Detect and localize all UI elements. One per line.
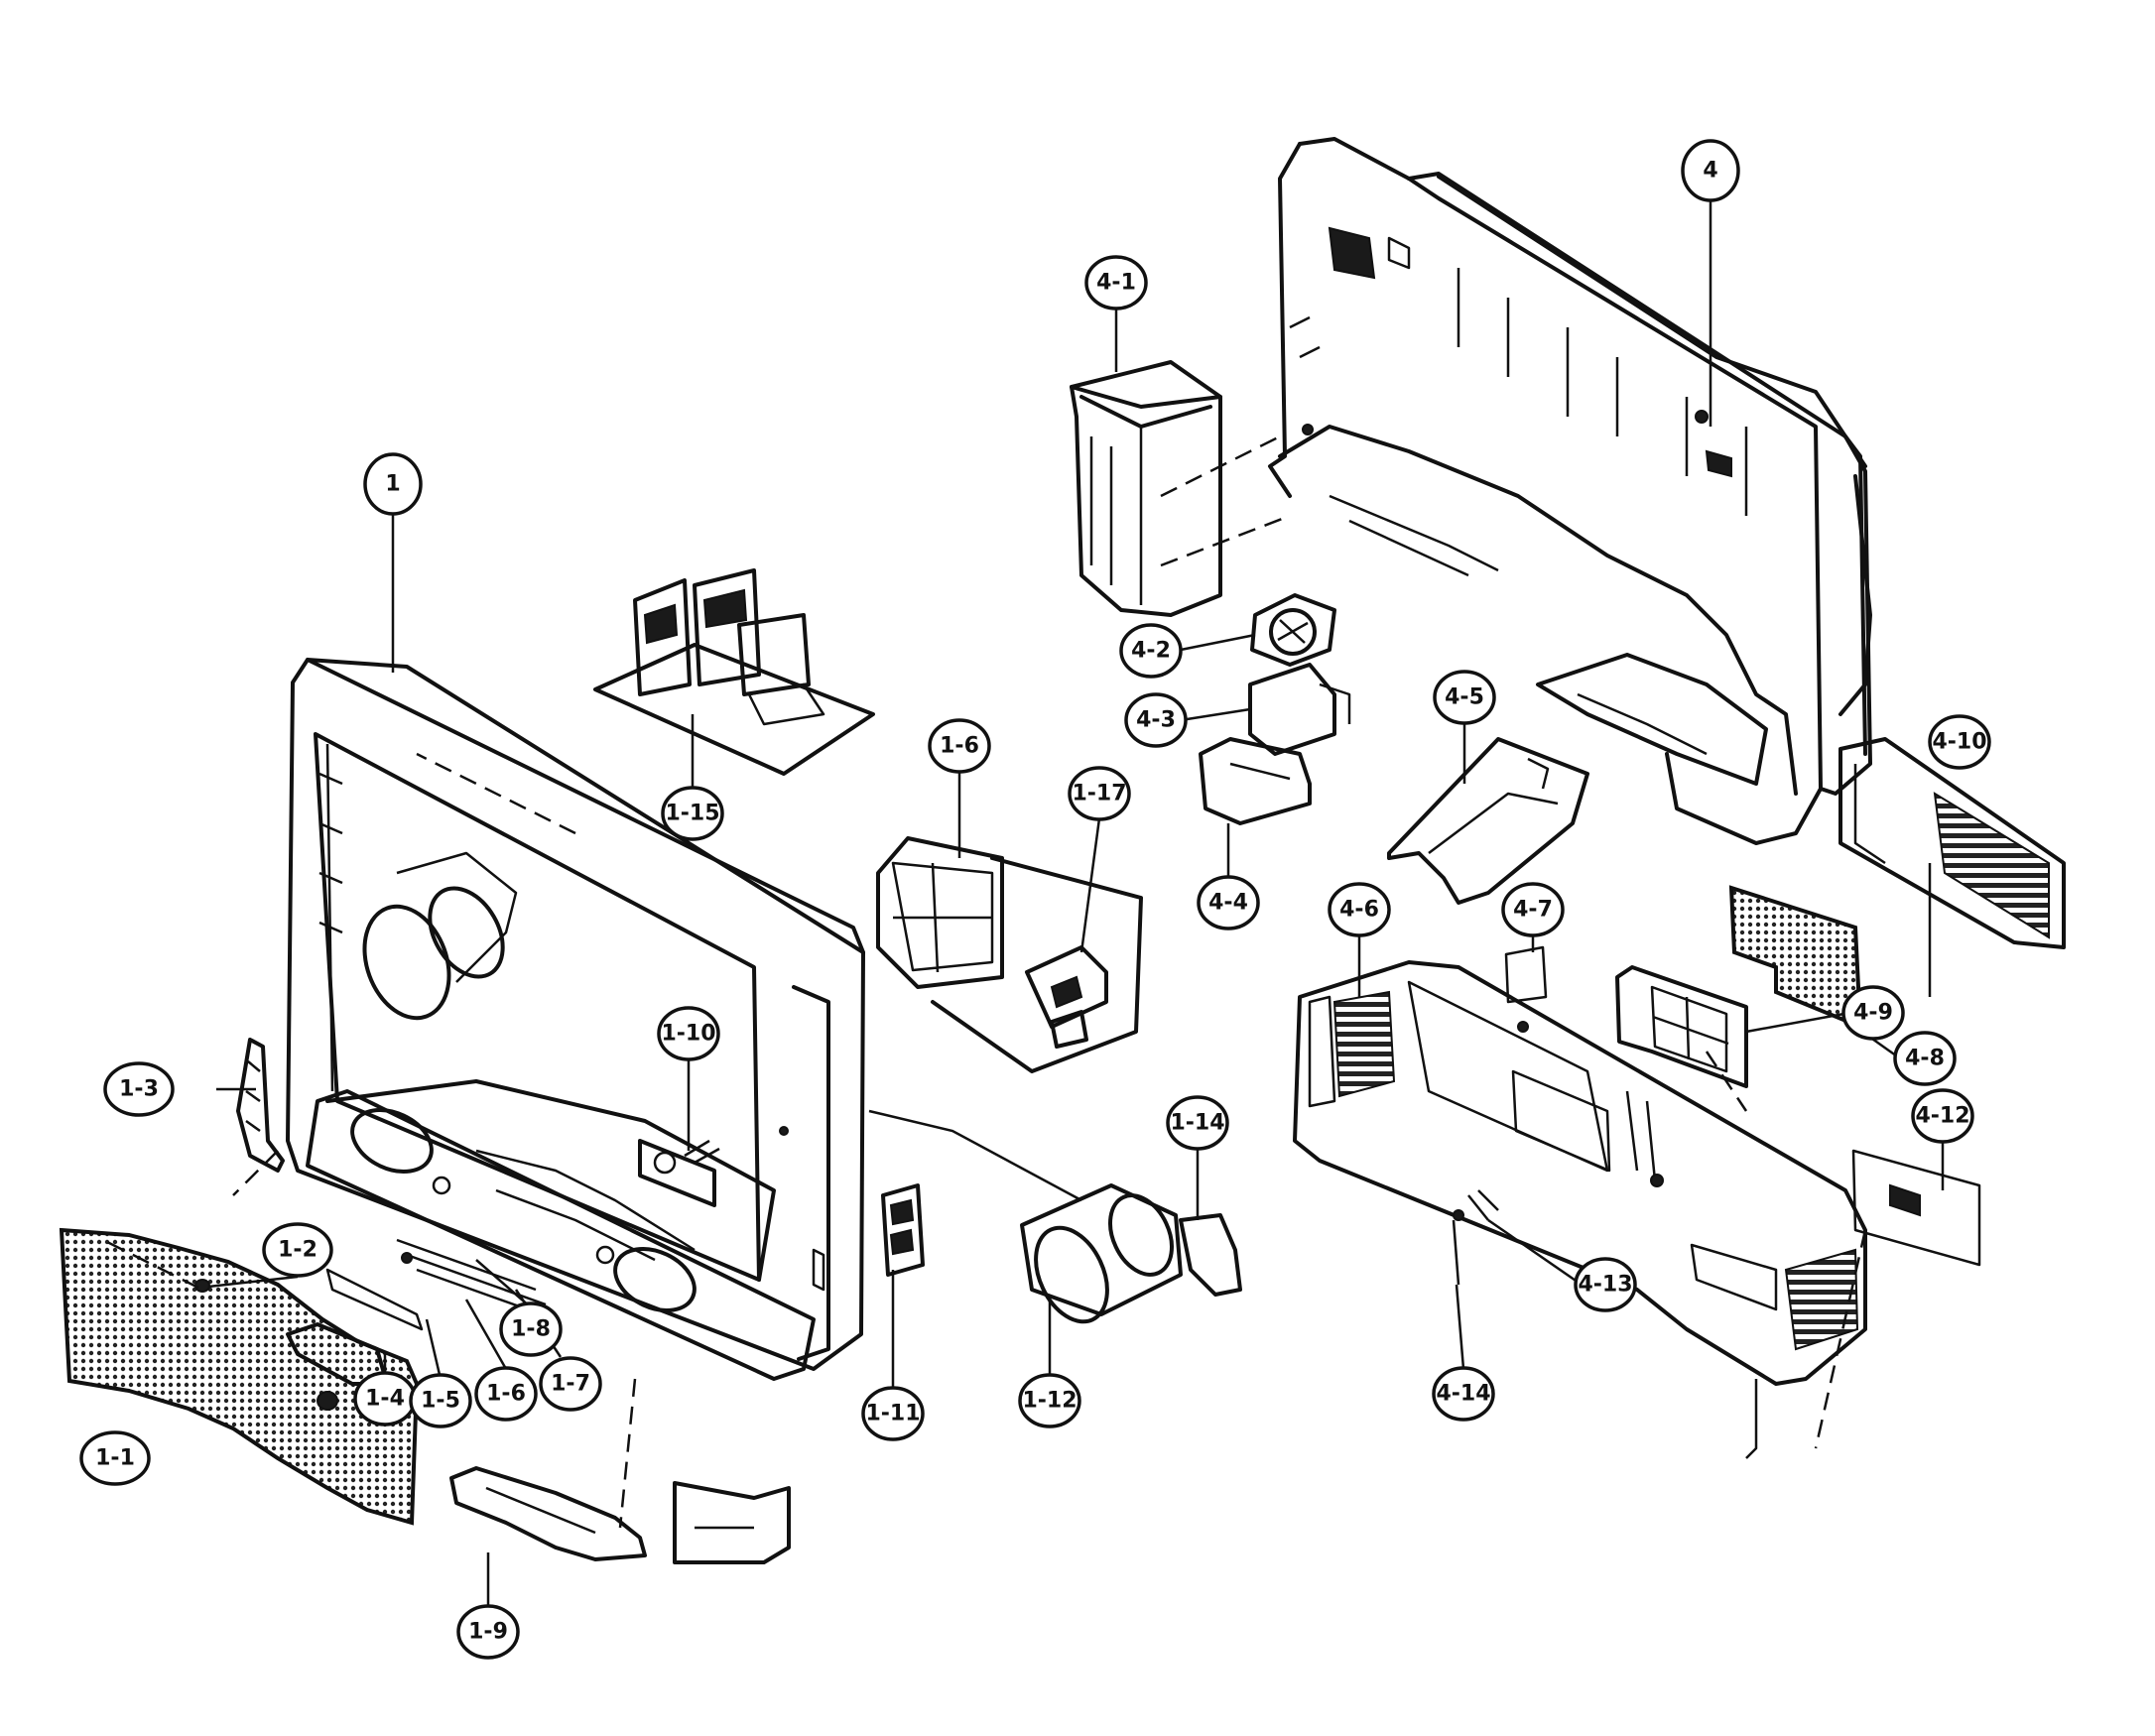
callout-1-12: 1-12: [1018, 1373, 1081, 1428]
callout-label: 4-5: [1445, 685, 1484, 710]
callout-label: 4-4: [1208, 891, 1248, 916]
callout-label: 1-6: [486, 1382, 526, 1407]
callout-label: 1-11: [865, 1402, 920, 1426]
callout-1-6-bracket: 1-6: [928, 718, 991, 774]
callout-label: 4-13: [1578, 1273, 1632, 1298]
power-board: [593, 568, 875, 776]
callout-label: 1-17: [1072, 782, 1126, 806]
callout-1-14: 1-14: [1166, 1095, 1229, 1151]
callout-label: 4-12: [1915, 1104, 1969, 1129]
callout-label: 4-9: [1853, 1001, 1893, 1026]
callout-label: 1-15: [665, 802, 719, 826]
rear-cabinet: [1268, 137, 1872, 845]
callout-1-15: 1-15: [661, 786, 724, 841]
mirror-bracket: [1387, 737, 1589, 905]
callout-label: 4-7: [1513, 898, 1553, 923]
callout-4-6: 4-6: [1328, 882, 1391, 937]
front-cabinet: [286, 658, 865, 1381]
callout-1-9: 1-9: [456, 1604, 520, 1660]
cooling-fan: [1250, 593, 1336, 667]
terminal-cover: [1838, 737, 2066, 949]
callout-4-2: 4-2: [1119, 623, 1183, 679]
callout-label: 1-2: [278, 1238, 317, 1263]
rear-cover: [1293, 960, 1867, 1459]
callout-label: 1-12: [1022, 1389, 1077, 1414]
av-board-frame: [876, 836, 1143, 1073]
callout-1-3: 1-3: [103, 1061, 175, 1117]
callout-label: 1-10: [661, 1022, 715, 1047]
callout-label: 1-9: [468, 1620, 508, 1645]
callout-1-1: 1-1: [79, 1430, 151, 1486]
filter-frame: [1615, 965, 1748, 1088]
callout-label: 4: [1703, 159, 1717, 184]
callout-label: 4-2: [1131, 639, 1171, 664]
callout-label: 1-4: [365, 1387, 405, 1412]
callout-label: 1-7: [551, 1372, 590, 1397]
right-speaker: [1020, 1183, 1242, 1324]
callout-4-9: 4-9: [1841, 985, 1905, 1041]
callout-label: 1-5: [421, 1389, 460, 1414]
callout-1-6-front: 1-6: [474, 1366, 538, 1422]
callout-label: 1-1: [95, 1446, 135, 1471]
callout-1: 1: [363, 452, 423, 516]
callout-label: 1-14: [1170, 1111, 1224, 1136]
callout-label: 4-1: [1096, 271, 1136, 296]
callout-label: 4-10: [1932, 730, 1986, 755]
callout-1-2: 1-2: [262, 1222, 333, 1278]
callout-1-11: 1-11: [861, 1386, 925, 1441]
callout-1-8: 1-8: [499, 1302, 563, 1357]
front-grille: [59, 1227, 420, 1526]
callout-4-1: 4-1: [1084, 255, 1148, 310]
callout-label: 1-8: [511, 1317, 551, 1342]
callout-label: 1-6: [940, 734, 979, 759]
callout-label: 4-14: [1436, 1382, 1490, 1407]
callout-4-13: 4-13: [1574, 1257, 1637, 1312]
bottom-brace: [449, 1466, 791, 1564]
light-engine: [1070, 360, 1222, 617]
rear-screws: [1452, 1189, 1499, 1286]
callout-1-17: 1-17: [1068, 766, 1131, 821]
mesh-filter: [1728, 885, 1863, 1031]
rear-label: [1851, 1149, 1981, 1267]
callout-1-7: 1-7: [539, 1356, 602, 1412]
callout-1-4: 1-4: [353, 1371, 417, 1426]
callout-4-12: 4-12: [1911, 1088, 1974, 1144]
callout-4-5: 4-5: [1433, 670, 1496, 725]
callout-label: 4-6: [1339, 898, 1379, 923]
callout-1-10: 1-10: [657, 1006, 720, 1061]
callout-4: 4: [1681, 139, 1740, 202]
callout-4-3: 4-3: [1124, 692, 1188, 748]
callout-4-10: 4-10: [1928, 714, 1991, 770]
callout-4-14: 4-14: [1432, 1366, 1495, 1422]
fan-bracket: [1199, 663, 1351, 825]
left-speaker-cover: [236, 1038, 285, 1173]
callout-label: 1: [385, 472, 400, 497]
callout-label: 4-3: [1136, 708, 1176, 733]
label-plate: [1504, 945, 1548, 1004]
callout-4-7: 4-7: [1501, 882, 1565, 937]
callout-4-4: 4-4: [1197, 875, 1260, 930]
callout-label: 4-8: [1905, 1047, 1945, 1071]
callout-1-5: 1-5: [409, 1373, 472, 1428]
callout-label: 1-3: [119, 1077, 159, 1102]
connector-block: [881, 1183, 925, 1277]
callout-4-8: 4-8: [1893, 1031, 1957, 1086]
